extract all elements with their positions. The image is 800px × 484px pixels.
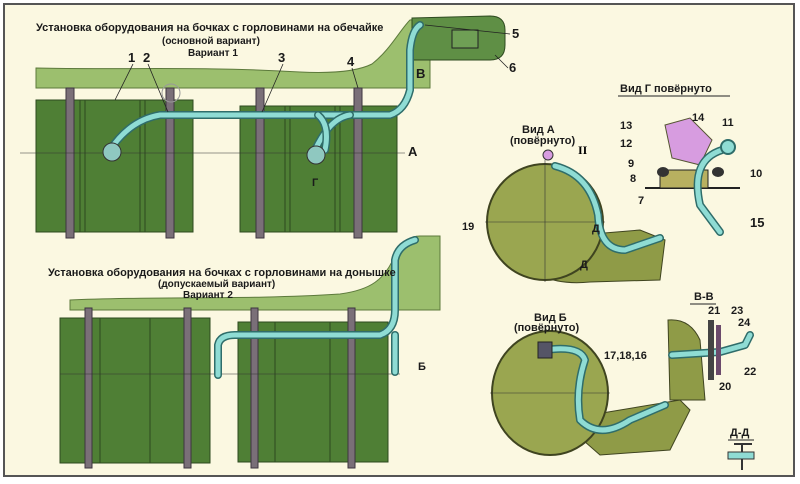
callout-2: 2: [143, 50, 150, 65]
view-mark-g: Г: [312, 177, 319, 189]
callout-6: 6: [509, 60, 516, 75]
variant2-subtitle: (допускаемый вариант): [158, 279, 275, 290]
section-dd-title: Д-Д: [730, 427, 749, 439]
filler-neck-right: [306, 145, 326, 165]
barrel-right-v2: [237, 321, 389, 463]
section-vv-title: В-В: [694, 291, 714, 303]
view-mark-b: Б: [418, 361, 426, 373]
detail-circle: [161, 83, 181, 103]
filler-neck-left: [102, 142, 122, 162]
section-mark-d2: Д: [580, 259, 588, 271]
callout-22: 22: [744, 366, 756, 378]
callout-19: 19: [462, 221, 474, 233]
view-g-title: Вид Г повёрнуто: [620, 83, 712, 95]
callout-5: 5: [512, 26, 519, 41]
barrel-right: [239, 105, 398, 233]
callout-3: 3: [278, 50, 285, 65]
callout-7: 7: [638, 195, 644, 207]
variant1-label: Вариант 1: [188, 48, 238, 59]
filler-hose: [695, 147, 725, 235]
tie-rod: [165, 87, 175, 239]
callout-12: 12: [620, 138, 632, 150]
variant1-drawing: [20, 15, 506, 239]
variant1-subtitle: (основной вариант): [162, 36, 260, 47]
callout-15: 15: [750, 215, 764, 230]
callout-14: 14: [692, 112, 705, 124]
bracket-6: [451, 29, 479, 49]
vehicle-frame: [35, 17, 431, 89]
view-a-subtitle: (повёрнуто): [510, 135, 575, 147]
callout-1: 1: [128, 50, 135, 65]
callout-9: 9: [628, 158, 634, 170]
callout-24: 24: [738, 317, 751, 329]
tie-rod: [353, 87, 363, 239]
view-mark-a: А: [408, 144, 418, 159]
section-dd-drawing: [727, 443, 755, 470]
callout-13: 13: [620, 120, 632, 132]
section-vv-drawing: [667, 319, 754, 401]
callout-21: 21: [708, 305, 720, 317]
variant2-title: Установка оборудования на бочках с горло…: [48, 267, 396, 279]
fuel-pipe-variant2: [215, 237, 418, 378]
view-b-drawing: [490, 330, 691, 456]
view-a-drawing: [485, 149, 666, 284]
view-b-title: Вид Б: [534, 312, 567, 324]
fuel-pipe-view-b: [542, 346, 668, 433]
detail-mark-ii: II: [578, 143, 588, 157]
section-mark-v: В: [416, 66, 425, 81]
section-mark-d1: Д: [592, 223, 600, 235]
callout-8: 8: [630, 173, 636, 185]
view-a-title: Вид А: [522, 124, 555, 136]
variant1-title: Установка оборудования на бочках с горло…: [36, 22, 383, 34]
view-b-subtitle: (повёрнуто): [514, 322, 579, 334]
callout-23: 23: [731, 305, 743, 317]
fuel-pipe-variant1: [107, 22, 423, 153]
tie-rod: [65, 87, 75, 239]
tie-rod: [255, 87, 265, 239]
callout-11: 11: [722, 117, 734, 129]
view-g-drawing: [645, 117, 740, 236]
callout-4: 4: [347, 54, 355, 69]
variant2-label: Вариант 2: [183, 290, 233, 301]
callout-17-18-16: 17,18,16: [604, 350, 647, 362]
filler-cap-flange: [664, 117, 713, 166]
callout-10: 10: [750, 168, 762, 180]
callout-20: 20: [719, 381, 731, 393]
variant2-drawing: [59, 235, 441, 469]
fuel-pipe-view-a: [552, 163, 663, 253]
